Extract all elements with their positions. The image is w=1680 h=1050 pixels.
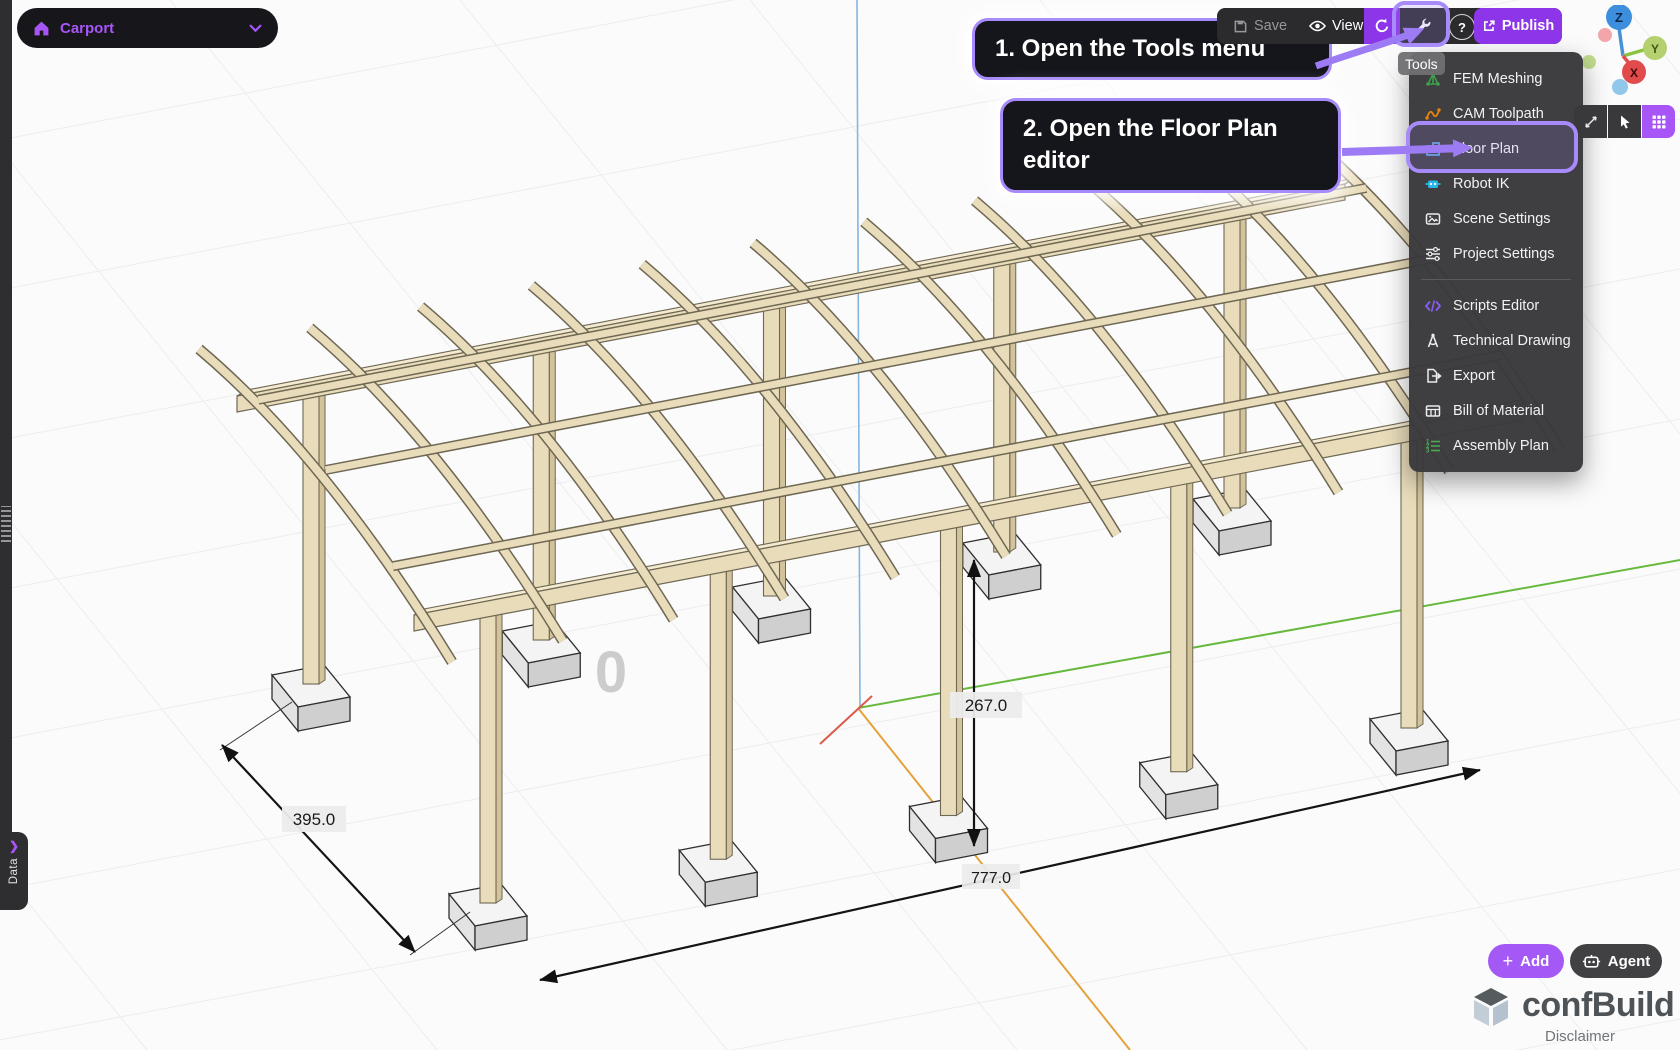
menu-item-bill-of-material[interactable]: Bill of Material (1409, 393, 1583, 428)
menu-item-label: Technical Drawing (1453, 332, 1571, 349)
project-settings-icon (1423, 244, 1443, 264)
publish-button[interactable]: Publish (1474, 8, 1562, 44)
save-button[interactable]: Save (1233, 8, 1287, 44)
publish-label: Publish (1501, 18, 1555, 34)
svg-text:Y: Y (1651, 42, 1659, 56)
dimension-label-bg (950, 692, 1022, 718)
orientation-gizmo[interactable]: Z Y X (1575, 5, 1680, 100)
axis-neg-x-dot[interactable] (1598, 28, 1612, 42)
cube-logo-icon (1468, 986, 1514, 1028)
menu-item-label: Export (1453, 367, 1495, 384)
origin-label: 0 (595, 640, 627, 705)
project-name: Carport (60, 19, 115, 37)
plus-icon: + (1502, 950, 1514, 971)
menu-item-scene-settings[interactable]: Scene Settings (1409, 201, 1583, 236)
select-cursor-button[interactable] (1608, 105, 1641, 138)
menu-item-cam-toolpath[interactable]: CAM Toolpath (1409, 96, 1583, 131)
tools-tooltip: Tools (1398, 52, 1445, 75)
project-selector[interactable]: Carport (17, 8, 278, 48)
tutorial-step-2: 2. Open the Floor Plan editor (1000, 98, 1341, 193)
compass-icon (1423, 331, 1443, 351)
menu-divider (1421, 279, 1571, 280)
menu-item-label: CAM Toolpath (1453, 105, 1544, 122)
robot-icon (1423, 174, 1443, 194)
tutorial-step-1: 1. Open the Tools menu (972, 18, 1332, 80)
tools-menu: FEM Meshing CAM Toolpath Floor Plan Robo… (1409, 52, 1583, 472)
measure-icon (1583, 114, 1599, 130)
extension-line (219, 701, 293, 751)
cam-toolpath-icon (1423, 104, 1443, 124)
menu-item-label: Robot IK (1453, 175, 1510, 192)
measure-button[interactable] (1574, 105, 1607, 138)
menu-item-label: Bill of Material (1453, 402, 1545, 419)
add-label: Add (1520, 952, 1550, 970)
save-icon (1233, 19, 1248, 34)
menu-item-robot-ik[interactable]: Robot IK (1409, 166, 1583, 201)
refresh-icon (1374, 18, 1390, 34)
menu-item-label: FEM Meshing (1453, 70, 1543, 87)
dimension-label-length: 777.0 (971, 870, 1011, 887)
grid-icon (1651, 114, 1667, 130)
extension-line (409, 911, 471, 956)
menu-item-technical-drawing[interactable]: Technical Drawing (1409, 323, 1583, 358)
axis-x-ball[interactable]: X (1622, 60, 1646, 84)
svg-text:2: 2 (1426, 444, 1430, 450)
dimension-annotations: 395.0 267.0 777.0 (219, 559, 1481, 984)
grid-view-button[interactable] (1642, 105, 1675, 138)
menu-item-scripts-editor[interactable]: Scripts Editor (1409, 288, 1583, 323)
menu-item-label: Assembly Plan (1453, 437, 1549, 454)
export-icon (1423, 366, 1443, 386)
menu-item-label: Scene Settings (1453, 210, 1551, 227)
code-icon (1423, 296, 1443, 316)
tools-button-highlight-ring (1392, 1, 1450, 47)
chevron-right-icon: ❯ (8, 839, 20, 853)
chevron-down-icon (249, 24, 262, 33)
dimension-line-width (221, 744, 416, 953)
tutorial-step-2-text: 2. Open the Floor Plan editor (1023, 115, 1278, 174)
brand-logo: confBuild (1468, 986, 1675, 1028)
robot-icon (1582, 954, 1601, 969)
axis-y-ball[interactable]: Y (1643, 36, 1667, 60)
axis-z-ball[interactable]: Z (1606, 5, 1632, 30)
panel-resize-grip[interactable] (1, 506, 11, 542)
external-link-icon (1482, 19, 1496, 33)
add-button[interactable]: + Add (1488, 944, 1564, 978)
eye-icon (1309, 20, 1326, 32)
menu-item-label: Project Settings (1453, 245, 1555, 262)
left-panel-strip (0, 0, 12, 890)
svg-text:3: 3 (1426, 448, 1430, 454)
view-toolbar (1574, 105, 1675, 138)
table-icon (1423, 401, 1443, 421)
svg-text:X: X (1630, 66, 1638, 80)
home-icon (33, 20, 50, 37)
help-button[interactable]: ? (1449, 14, 1475, 40)
dimension-label-width: 395.0 (293, 810, 336, 829)
dimension-label-height: 267.0 (965, 696, 1008, 715)
disclaimer-link[interactable]: Disclaimer (1544, 1028, 1615, 1045)
data-tab-label: Data (8, 858, 20, 885)
dimension-label-bg (282, 806, 346, 832)
svg-text:Z: Z (1615, 10, 1623, 25)
menu-item-label: Scripts Editor (1453, 297, 1540, 314)
axis-neg-y-dot[interactable] (1582, 55, 1596, 69)
floor-plan-highlight-ring (1406, 121, 1578, 173)
scene-settings-icon (1423, 209, 1443, 229)
menu-item-project-settings[interactable]: Project Settings (1409, 236, 1583, 271)
agent-label: Agent (1607, 952, 1651, 970)
save-label: Save (1254, 18, 1288, 34)
data-panel-tab[interactable]: ❯ Data (0, 832, 28, 910)
view-label: View (1332, 18, 1364, 34)
dimension-label-bg (962, 864, 1020, 889)
svg-text:1: 1 (1426, 439, 1430, 445)
help-label: ? (1458, 19, 1466, 35)
axis-neg-z-dot[interactable] (1612, 79, 1628, 95)
menu-item-export[interactable]: Export (1409, 358, 1583, 393)
agent-button[interactable]: Agent (1570, 944, 1662, 978)
brand-name: confBuild (1522, 986, 1675, 1024)
cursor-icon (1617, 114, 1633, 130)
carport-model[interactable] (195, 132, 1565, 952)
main-toolbar: Save View ? Publi (1217, 8, 1562, 44)
